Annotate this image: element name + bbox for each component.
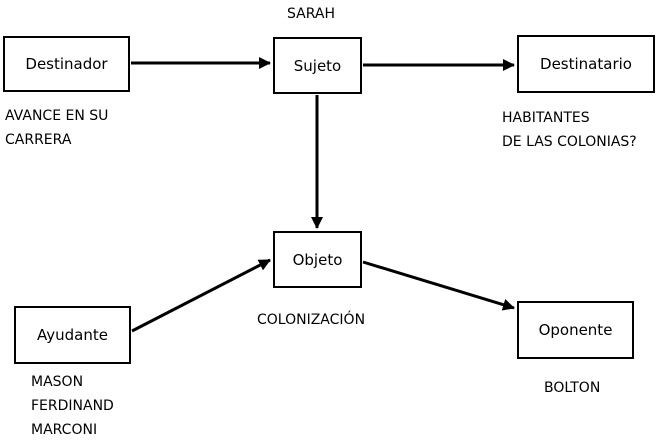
label-destinatario: HABITANTES DE LAS COLONIAS? bbox=[502, 106, 637, 154]
label-sujeto: SARAH bbox=[287, 2, 335, 26]
label-destinador-line-1: AVANCE EN SU bbox=[5, 108, 109, 124]
node-sujeto-name: Sujeto bbox=[293, 56, 342, 75]
node-destinatario-name: Destinatario bbox=[540, 55, 632, 73]
edge-ayudante-to-objeto bbox=[131, 258, 271, 333]
label-destinador: AVANCE EN SU CARRERA bbox=[5, 104, 108, 152]
label-ayudante-line-2: FERDINAND bbox=[31, 398, 114, 414]
label-ayudante-line-1: MASON bbox=[31, 374, 84, 390]
label-objeto-line-1: COLONIZACIÓN bbox=[257, 312, 366, 328]
node-objeto-name: Objeto bbox=[292, 250, 343, 269]
node-objeto: Objeto bbox=[273, 231, 362, 288]
label-destinatario-line-1: HABITANTES bbox=[502, 110, 590, 126]
label-oponente: BOLTON bbox=[544, 376, 600, 400]
node-destinador: Destinador bbox=[3, 36, 130, 92]
node-destinador-name: Destinador bbox=[25, 55, 108, 73]
label-destinatario-line-2: DE LAS COLONIAS? bbox=[502, 134, 637, 150]
node-oponente-name: Oponente bbox=[538, 321, 613, 339]
node-ayudante: Ayudante bbox=[14, 306, 131, 364]
node-sujeto: Sujeto bbox=[273, 37, 362, 94]
label-ayudante: MASON FERDINAND MARCONI bbox=[31, 370, 114, 442]
label-ayudante-line-3: MARCONI bbox=[31, 422, 98, 438]
node-oponente: Oponente bbox=[517, 301, 634, 359]
label-destinador-line-2: CARRERA bbox=[5, 132, 72, 148]
label-sujeto-line-1: SARAH bbox=[287, 6, 335, 22]
label-oponente-line-1: BOLTON bbox=[544, 380, 601, 396]
node-destinatario: Destinatario bbox=[517, 35, 655, 93]
node-ayudante-name: Ayudante bbox=[37, 326, 108, 344]
edge-objeto-to-oponente bbox=[362, 260, 515, 311]
label-objeto: COLONIZACIÓN bbox=[257, 308, 365, 332]
